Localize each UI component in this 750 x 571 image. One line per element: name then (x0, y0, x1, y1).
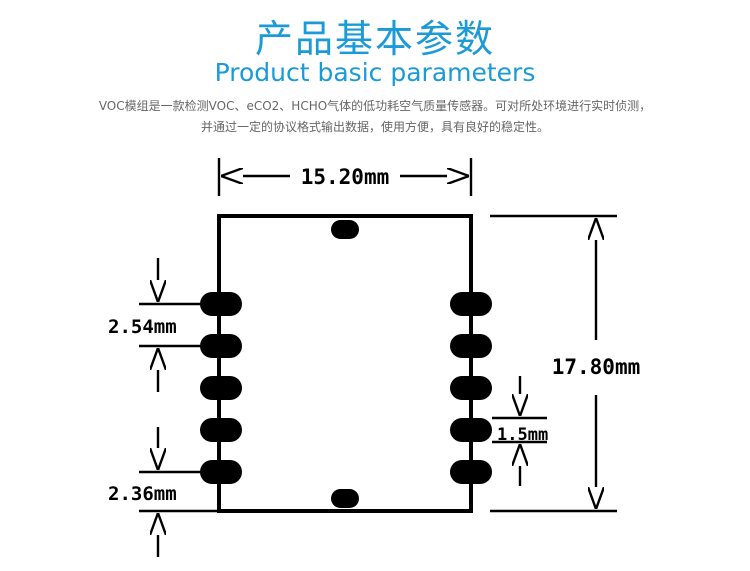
pin-height-label: 1.5mm (497, 425, 548, 445)
bottom-pad (331, 489, 359, 508)
left-pin-1 (200, 292, 242, 316)
edge-offset-label: 2.36mm (108, 483, 177, 505)
right-pin-2 (450, 334, 492, 358)
top-pad (331, 220, 359, 239)
page-title-english: Product basic parameters (214, 58, 536, 87)
left-pin-2 (200, 334, 242, 358)
right-pin-1 (450, 292, 492, 316)
left-pin-3 (200, 376, 242, 400)
module-outline (217, 214, 473, 513)
width-label: 15.20mm (301, 165, 390, 189)
pitch-dimension (139, 258, 208, 392)
height-dimension (490, 214, 617, 513)
pitch-label: 2.54mm (108, 316, 177, 338)
left-pin-4 (200, 418, 242, 442)
left-pin-5 (200, 460, 242, 484)
description-line-1: VOC模组是一款检测VOC、eCO2、HCHO气体的低功耗空气质量传感器。可对所… (98, 99, 652, 113)
page-title-chinese: 产品基本参数 (254, 17, 495, 61)
product-description: VOC模组是一款检测VOC、eCO2、HCHO气体的低功耗空气质量传感器。可对所… (40, 96, 710, 138)
height-label: 17.80mm (552, 355, 641, 379)
width-dimension (217, 158, 473, 196)
pin-height-dimension (492, 376, 547, 486)
right-pin-5 (450, 460, 492, 484)
edge-offset-dimension (139, 427, 219, 557)
right-pin-3 (450, 376, 492, 400)
right-pin-4 (450, 418, 492, 442)
description-line-2: 并通过一定的协议格式输出数据，使用方便，具有良好的稳定性。 (200, 120, 549, 134)
